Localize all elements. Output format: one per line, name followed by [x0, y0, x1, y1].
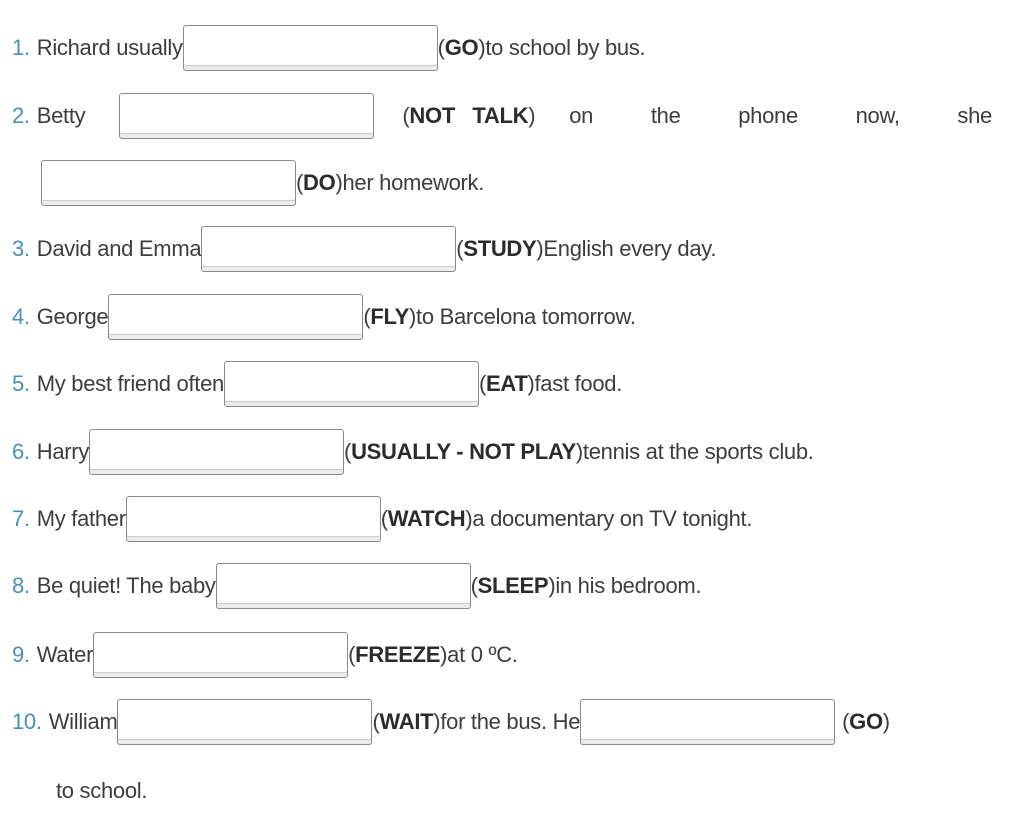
answer-box-8[interactable] [215, 563, 471, 609]
verb-hint: (DO) [296, 170, 343, 195]
sentence-start: Betty [36, 103, 86, 128]
sentence-start: David and Emma [36, 236, 202, 261]
item-number: 10. [12, 709, 42, 734]
sentence-end: English every day. [543, 236, 717, 261]
answer-box-10b[interactable] [580, 699, 836, 745]
verb-hint: (FLY) [363, 304, 417, 329]
sentence-end: at 0 ºC. [447, 642, 518, 667]
exercise-item-8: 8. Be quiet! The baby (SLEEP) in his bed… [12, 558, 1024, 614]
verb-hint: (FREEZE) [348, 642, 448, 667]
justified-words: on the phone now, she [569, 103, 992, 128]
answer-box-6[interactable] [89, 429, 345, 475]
answer-box-10a[interactable] [117, 699, 373, 745]
sentence-start: My father [36, 506, 126, 531]
sentence-end: in his bedroom. [555, 573, 702, 598]
item-number: 4. [12, 304, 30, 329]
answer-box-2a[interactable] [119, 93, 375, 139]
answer-box-3[interactable] [201, 226, 457, 272]
sentence-start: Richard usually [36, 35, 183, 60]
sentence-start: William [48, 709, 118, 734]
exercise-item-6: 6. Harry (USUALLY - NOT PLAY) tennis at … [12, 424, 1024, 480]
verb-hint: (WATCH) [380, 506, 473, 531]
verb-hint: (EAT) [478, 371, 535, 396]
item-number: 5. [12, 371, 30, 396]
sentence-end: tennis at the sports club. [582, 439, 814, 464]
sentence-start: George [36, 304, 109, 329]
sentence-end: to school by bus. [485, 35, 646, 60]
answer-box-7[interactable] [125, 496, 381, 542]
verb-hint: (STUDY) [456, 236, 544, 261]
verb-hint: (GO) [437, 35, 486, 60]
exercise-item-9: 9. Water (FREEZE) at 0 ºC. [12, 627, 1024, 683]
item-number: 3. [12, 236, 30, 261]
verb-hint: (NOT TALK) [402, 103, 536, 128]
sentence-start: Water [36, 642, 94, 667]
exercise-item-2: 2. Betty (NOT TALK) on the phone now, sh… [12, 88, 992, 144]
sentence-end: to school. [56, 778, 148, 803]
sentence-start: Be quiet! The baby [36, 573, 216, 598]
item-number: 6. [12, 439, 30, 464]
item-number: 8. [12, 573, 30, 598]
sentence-start: Harry [36, 439, 90, 464]
verb-hint: (WAIT) [372, 709, 441, 734]
item-number: 2. [12, 103, 30, 128]
answer-box-5[interactable] [223, 361, 479, 407]
answer-box-2b[interactable] [41, 160, 296, 206]
sentence-end: fast food. [534, 371, 623, 396]
verb-hint: (USUALLY - NOT PLAY) [344, 439, 583, 464]
exercise-item-4: 4. George (FLY) to Barcelona tomorrow. [12, 289, 1024, 345]
exercise-item-10: 10. William (WAIT) for the bus. He (GO) [12, 694, 1024, 750]
exercise-item-3: 3. David and Emma (STUDY) English every … [12, 221, 1024, 277]
exercise-item-1: 1. Richard usually (GO) to school by bus… [12, 20, 1024, 76]
exercise-item-5: 5. My best friend often (EAT) fast food. [12, 356, 1024, 412]
sentence-start: My best friend often [36, 371, 225, 396]
sentence-end: her homework. [342, 170, 485, 195]
verb-hint-2: (GO) [842, 709, 890, 734]
item-number: 1. [12, 35, 30, 60]
sentence-middle: for the bus. He [440, 709, 581, 734]
exercise-item-7: 7. My father (WATCH) a documentary on TV… [12, 491, 1024, 547]
answer-box-9[interactable] [93, 632, 349, 678]
exercise-item-10-continued: to school. [56, 763, 1024, 819]
item-number: 7. [12, 506, 30, 531]
verb-hint: (SLEEP) [470, 573, 556, 598]
answer-box-1[interactable] [182, 25, 438, 71]
exercise-item-2-continued: (DO) her homework. [41, 155, 1024, 211]
answer-box-4[interactable] [108, 294, 364, 340]
sentence-end: a documentary on TV tonight. [472, 506, 753, 531]
item-number: 9. [12, 642, 30, 667]
sentence-end: to Barcelona tomorrow. [416, 304, 636, 329]
